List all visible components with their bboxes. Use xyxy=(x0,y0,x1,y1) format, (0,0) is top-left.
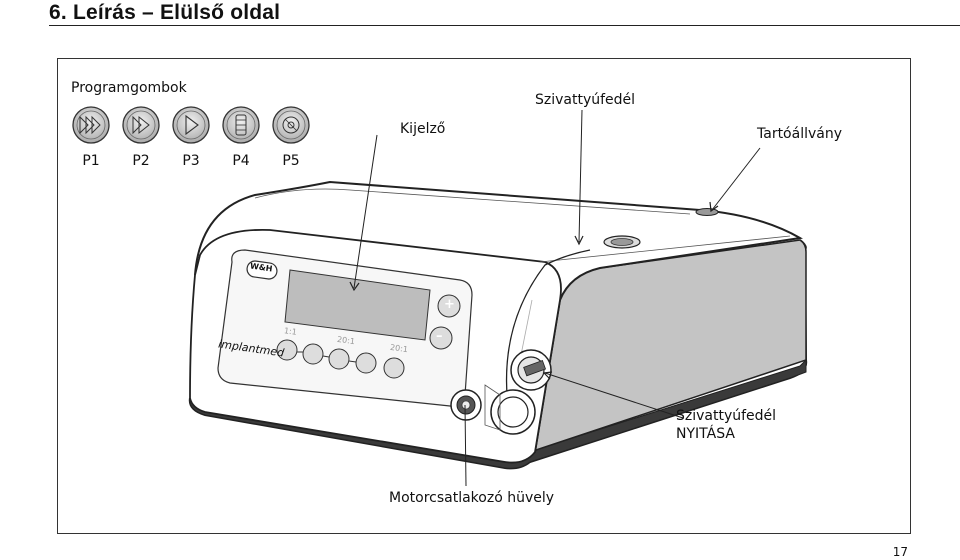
pump-cover-open-label-line1: Szivattyúfedél xyxy=(676,408,777,424)
plus-button-drawing xyxy=(437,294,461,318)
program-key-label-p3: P3 xyxy=(182,153,200,169)
program-button-p3 xyxy=(172,106,210,144)
pump-cover-open-label-line2: NYITÁSA xyxy=(676,426,735,442)
leader-lines xyxy=(349,109,761,487)
program-button-p5 xyxy=(272,106,310,144)
program-buttons-label: Programgombok xyxy=(71,80,187,96)
motor-socket-label: Motorcsatlakozó hüvely xyxy=(389,490,555,506)
program-key-label-p5: P5 xyxy=(282,153,300,169)
control-panel xyxy=(217,249,473,407)
panel-plus-symbol: + xyxy=(444,297,455,312)
display-label: Kijelző xyxy=(400,121,446,137)
page-number: 17 xyxy=(892,545,908,559)
title-divider xyxy=(49,25,960,26)
pump-cover-label: Szivattyúfedél xyxy=(535,92,636,108)
figure-frame xyxy=(57,58,911,534)
panel-ratio-1: 1:1 xyxy=(283,326,298,337)
program-button-p1 xyxy=(72,106,110,144)
panel-minus-symbol: – xyxy=(436,329,443,344)
program-key-label-p2: P2 xyxy=(132,153,150,169)
program-key-label-p4: P4 xyxy=(232,153,250,169)
page-title: 6. Leírás – Elülső oldal xyxy=(49,1,281,24)
holder-label: Tartóállvány xyxy=(757,126,843,142)
program-key-label-p1: P1 xyxy=(82,153,100,169)
brand-logo xyxy=(246,260,278,280)
connectors xyxy=(450,349,552,435)
display-screen xyxy=(284,269,431,341)
program-button-p4 xyxy=(222,106,260,144)
minus-button-drawing xyxy=(429,326,453,350)
program-button-p2 xyxy=(122,106,160,144)
